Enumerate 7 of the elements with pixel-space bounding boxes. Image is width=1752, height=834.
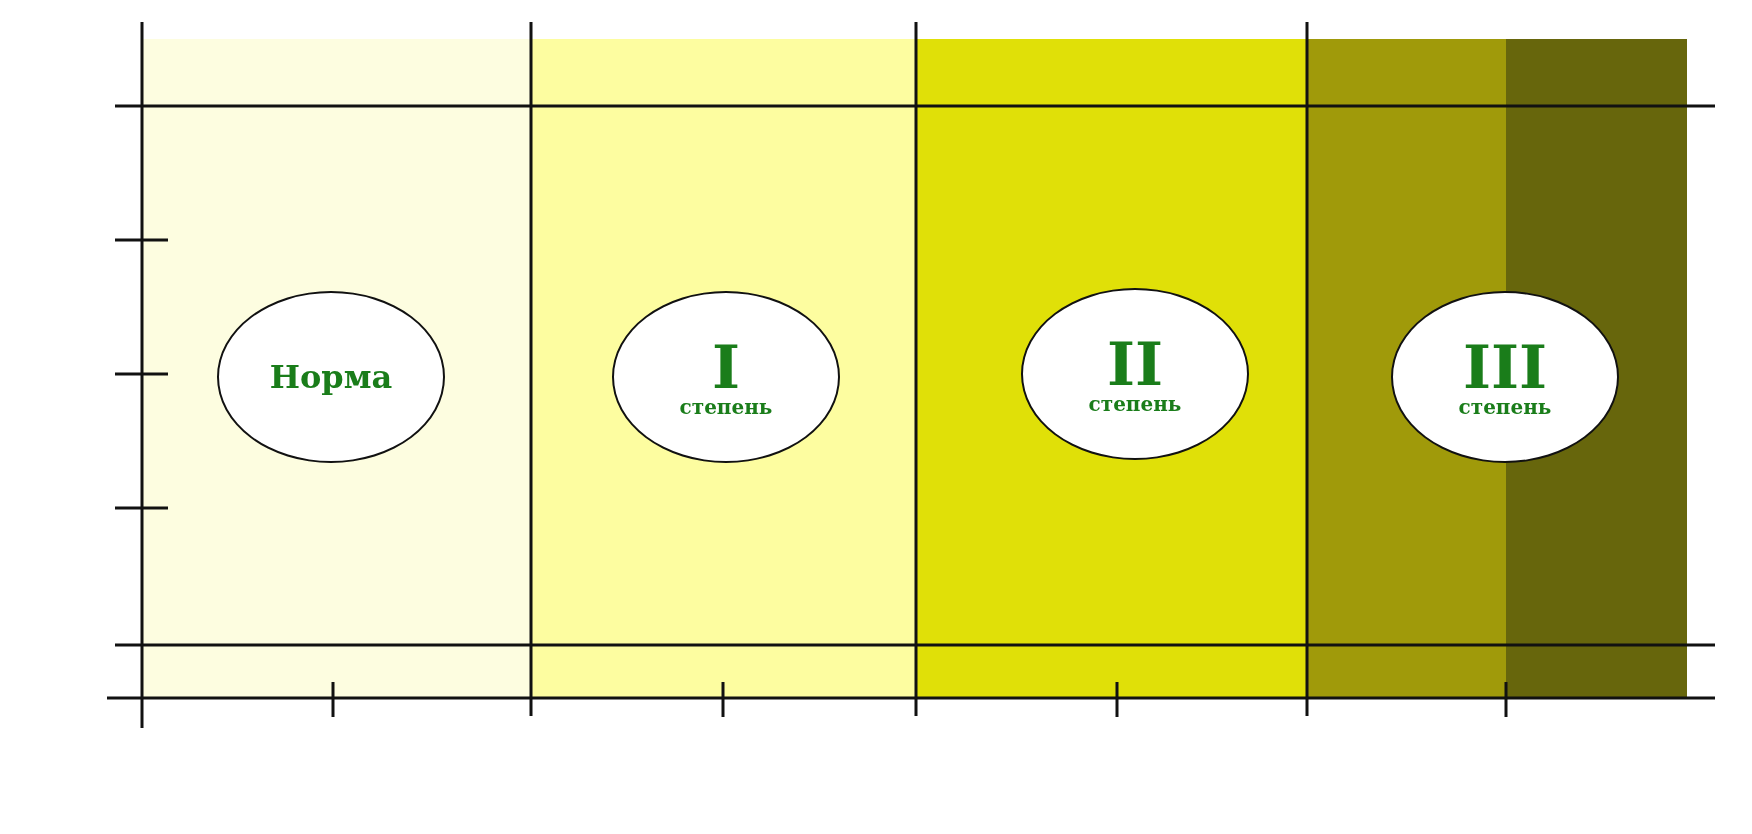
ellipse-label: Норма <box>269 361 393 393</box>
roman-numeral: II <box>1106 334 1164 394</box>
ellipse-label: степень <box>679 397 773 417</box>
ellipse-label: степень <box>1088 394 1182 414</box>
ellipse-label: степень <box>1458 397 1552 417</box>
roman-numeral: III <box>1462 337 1548 397</box>
roman-numeral: I <box>711 337 741 397</box>
